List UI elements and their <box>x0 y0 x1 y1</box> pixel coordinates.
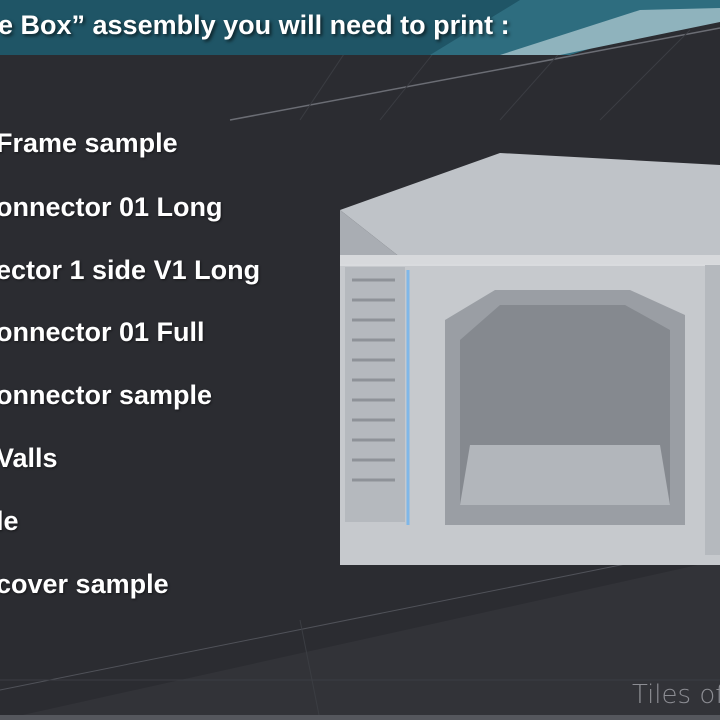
brand-watermark: Tiles of <box>632 680 720 710</box>
box-model-render <box>340 153 720 565</box>
list-item: le <box>0 506 19 536</box>
list-item: Frame sample <box>0 128 178 158</box>
header-banner <box>0 0 720 55</box>
list-item: cover sample <box>0 569 169 599</box>
slide-title: e Box” assembly you will need to print : <box>0 10 510 40</box>
list-item: onnector sample <box>0 380 213 410</box>
list-item: onnector 01 Full <box>0 317 205 347</box>
list-item: onnector 01 Long <box>0 192 223 222</box>
list-item: Valls <box>0 443 58 473</box>
list-item: ector 1 side V1 Long <box>0 255 261 285</box>
